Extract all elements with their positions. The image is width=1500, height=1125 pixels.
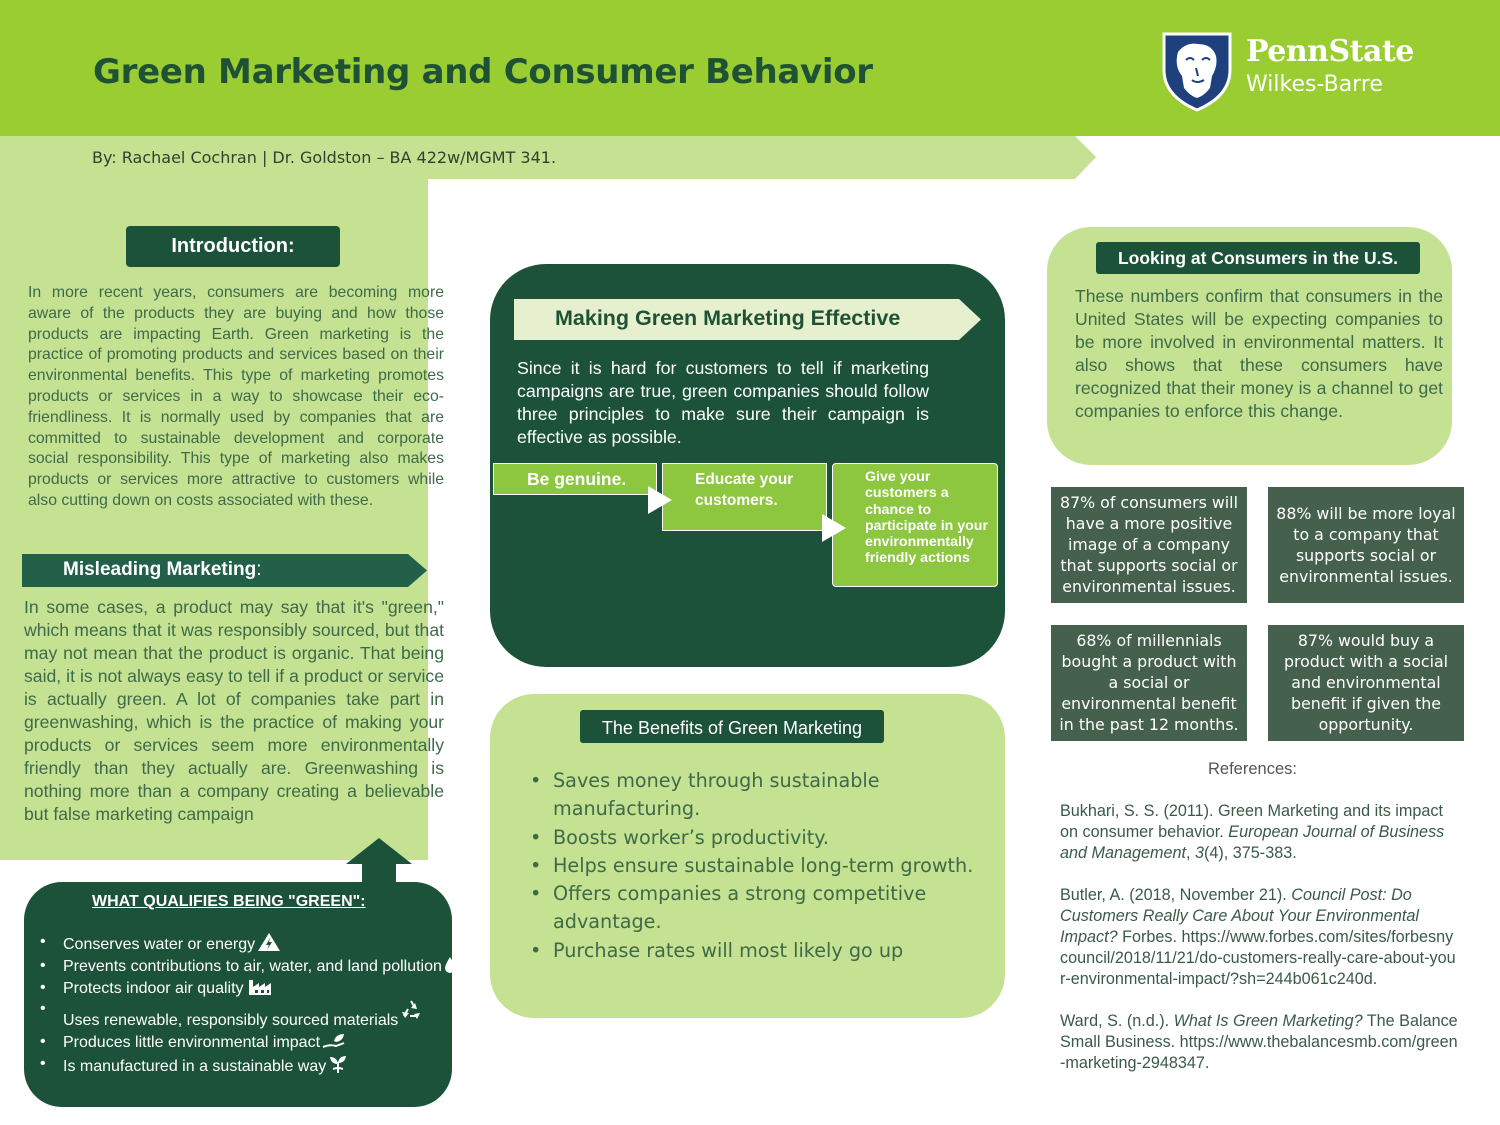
reference-text: Butler, A. (2018, November 21). bbox=[1060, 886, 1292, 904]
principle-step-2: Educate your customers. bbox=[662, 463, 827, 531]
benefit-item: Boosts worker’s productivity. bbox=[530, 824, 980, 853]
stat-box: 87% of consumers will have a more positi… bbox=[1051, 487, 1247, 603]
hand-leaf-icon bbox=[322, 1034, 345, 1049]
sprout-icon bbox=[330, 1055, 347, 1073]
logo-wordmark: PennState bbox=[1246, 34, 1414, 69]
consumers-text: These numbers confirm that consumers in … bbox=[1075, 286, 1443, 421]
misleading-heading-label: Misleading Marketing bbox=[63, 559, 257, 580]
reference-text: (4), 375-383. bbox=[1204, 844, 1297, 862]
references-heading: References: bbox=[1208, 760, 1297, 778]
benefit-item: Offers companies a strong competitive ad… bbox=[530, 880, 980, 937]
benefits-list: Saves money through sustainable manufact… bbox=[530, 767, 980, 965]
step-arrow-icon bbox=[648, 486, 672, 514]
reference-text: Bukhari, S. S. (2011). Green Marketing a… bbox=[1060, 802, 1443, 841]
reference-link: The Balance Small Business. https://www.… bbox=[1060, 1012, 1458, 1072]
reference-source: What Is Green Marketing? bbox=[1173, 1012, 1363, 1030]
reference-source: Council Post: Do Customers Really Care A… bbox=[1060, 886, 1419, 946]
recycle-icon bbox=[402, 1000, 421, 1020]
making-effective-heading: Making Green Marketing Effective bbox=[555, 306, 901, 330]
intro-heading: Introduction: bbox=[126, 226, 340, 267]
byline: By: Rachael Cochran | Dr. Goldston – BA … bbox=[92, 148, 557, 167]
nittany-lion-shield-icon bbox=[1162, 32, 1232, 112]
consumers-heading: Looking at Consumers in the U.S. bbox=[1096, 242, 1420, 274]
intro-text: In more recent years, consumers are beco… bbox=[28, 284, 444, 509]
reference-source: European Journal of Business and Managem… bbox=[1060, 823, 1445, 862]
misleading-text: In some cases, a product may say that it… bbox=[24, 597, 444, 824]
up-arrow-icon bbox=[346, 838, 412, 886]
logo-campus: Wilkes-Barre bbox=[1246, 72, 1383, 97]
qualifies-item: Protects indoor air quality bbox=[40, 978, 460, 1000]
reference-text: Ward, S. (n.d.). bbox=[1060, 1012, 1174, 1030]
reference-item: Ward, S. (n.d.). What Is Green Marketing… bbox=[1060, 1011, 1460, 1074]
qualifies-item-text: Produces little environmental impact bbox=[63, 1034, 321, 1052]
stat-box: 87% would buy a product with a social an… bbox=[1268, 625, 1464, 741]
qualifies-item-text: Uses renewable, responsibly sourced mate… bbox=[63, 1012, 399, 1030]
qualifies-item-text: Prevents contributions to air, water, an… bbox=[63, 957, 442, 975]
misleading-heading-colon: : bbox=[256, 559, 262, 580]
qualifies-item-text: Protects indoor air quality bbox=[63, 979, 244, 997]
misleading-heading: Misleading Marketing: bbox=[63, 559, 261, 581]
benefits-heading: The Benefits of Green Marketing bbox=[580, 710, 884, 743]
poster-title: Green Marketing and Consumer Behavior bbox=[93, 52, 873, 92]
qualifies-item: Prevents contributions to air, water, an… bbox=[40, 956, 460, 978]
step-arrow-icon bbox=[822, 514, 846, 542]
benefit-item: Helps ensure sustainable long-term growt… bbox=[530, 852, 980, 881]
water-drop-icon bbox=[444, 956, 455, 973]
qualifies-list: Conserves water or energy Prevents contr… bbox=[40, 932, 460, 1078]
qualifies-item: Uses renewable, responsibly sourced mate… bbox=[40, 999, 460, 1032]
making-effective-banner bbox=[514, 299, 981, 340]
header-bar: Green Marketing and Consumer Behavior Pe… bbox=[0, 0, 1500, 136]
principle-step-3: Give your customers a chance to particip… bbox=[832, 463, 998, 587]
reference-item: Bukhari, S. S. (2011). Green Marketing a… bbox=[1060, 801, 1460, 864]
qualifies-heading: WHAT QUALIFIES BEING "GREEN": bbox=[92, 893, 366, 910]
principle-step-1: Be genuine. bbox=[493, 463, 657, 495]
making-effective-text: Since it is hard for customers to tell i… bbox=[517, 358, 929, 447]
qualifies-item: Conserves water or energy bbox=[40, 932, 460, 956]
benefit-item: Purchase rates will most likely go up bbox=[530, 937, 980, 966]
byline-banner bbox=[0, 136, 1096, 179]
qualifies-item: Is manufactured in a sustainable way bbox=[40, 1054, 460, 1078]
stat-box: 68% of millennials bought a product with… bbox=[1051, 625, 1247, 741]
qualifies-item: Produces little environmental impact bbox=[40, 1032, 460, 1054]
qualifies-item-text: Is manufactured in a sustainable way bbox=[63, 1057, 327, 1075]
reference-item: Butler, A. (2018, November 21). Council … bbox=[1060, 885, 1460, 990]
pennstate-logo: PennState Wilkes-Barre bbox=[1160, 30, 1460, 114]
qualifies-item-text: Conserves water or energy bbox=[63, 936, 256, 953]
warning-energy-icon bbox=[258, 933, 281, 951]
misleading-banner bbox=[22, 554, 427, 587]
stat-box: 88% will be more loyal to a company that… bbox=[1268, 487, 1464, 603]
reference-link: Forbes. https://www.forbes.com/sites/for… bbox=[1060, 928, 1456, 988]
benefit-item: Saves money through sustainable manufact… bbox=[530, 767, 980, 824]
factory-icon bbox=[248, 979, 271, 995]
reference-volume: 3 bbox=[1195, 844, 1205, 862]
reference-text: , bbox=[1186, 844, 1195, 862]
references-list: Bukhari, S. S. (2011). Green Marketing a… bbox=[1060, 801, 1460, 1095]
